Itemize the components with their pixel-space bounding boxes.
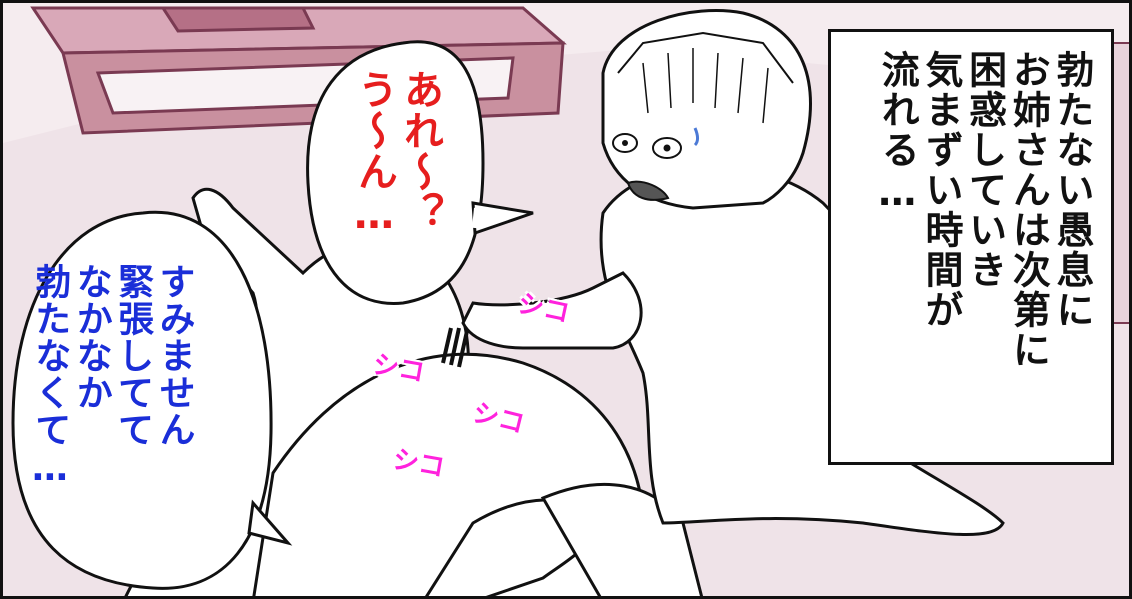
woman-hair-lines — [617, 31, 794, 84]
woman-head — [601, 9, 812, 210]
woman-body — [599, 165, 1005, 536]
woman-arm — [461, 271, 643, 350]
woman-mouth — [626, 180, 670, 201]
man-speech-text: すみません 緊張してて なかなか 勃たなくて… — [29, 263, 195, 490]
narration-box: 勃たない愚息に お姉さんは次第に 困惑していき 気まずい時間が 流れる… — [828, 29, 1114, 465]
speech-bubble-man — [11, 210, 273, 590]
speech-tail-man — [247, 499, 293, 546]
woman-bangs — [642, 48, 769, 124]
woman-speech-text: あれ～？ う～ん… — [351, 69, 443, 239]
narration-text: 勃たない愚息に お姉さんは次第に 困惑していき 気まずい時間が 流れる… — [875, 50, 1094, 370]
speech-bubble-woman — [306, 40, 485, 305]
sweat-drop — [693, 127, 700, 147]
dresser — [30, 6, 567, 135]
motion-lines — [441, 327, 469, 368]
